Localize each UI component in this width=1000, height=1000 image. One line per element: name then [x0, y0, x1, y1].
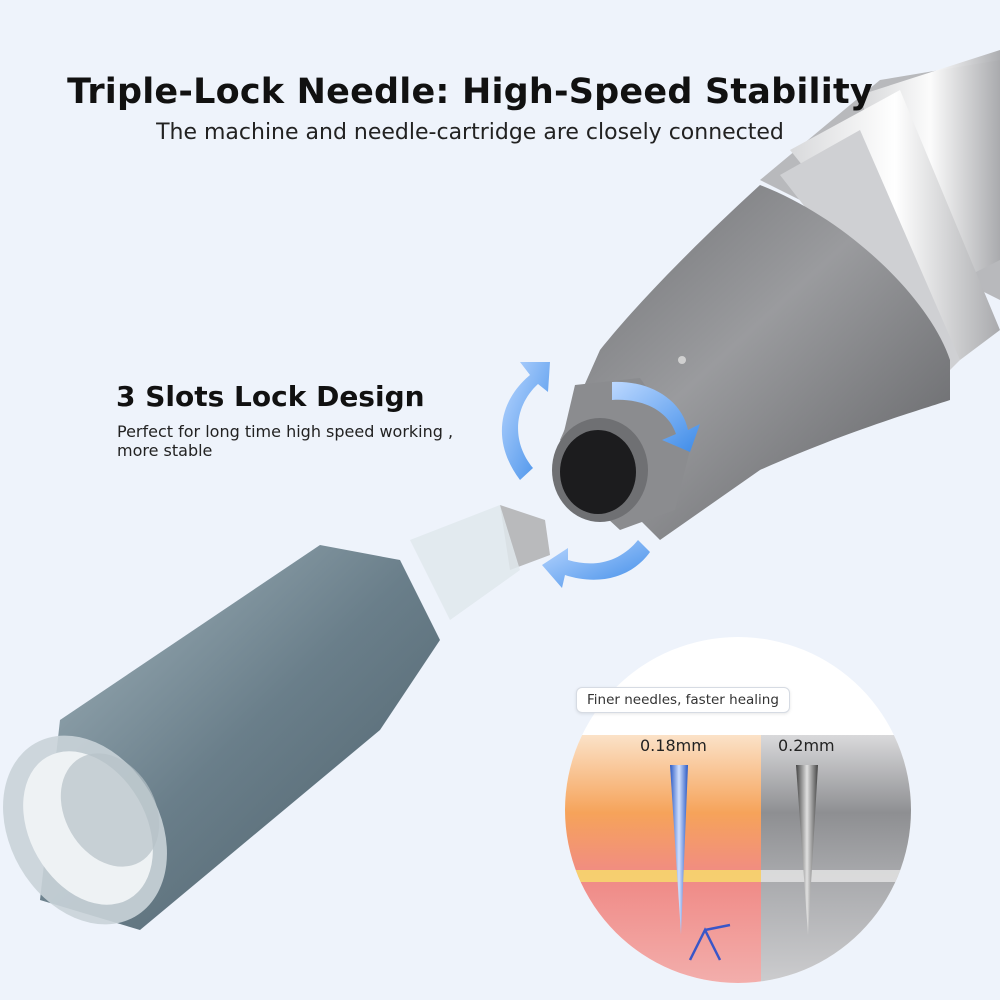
page-title: Triple-Lock Needle: High-Speed Stability: [67, 72, 873, 112]
pen-device: [552, 50, 1000, 540]
rotate-arrow-icon: [501, 362, 700, 588]
pen-tip-socket: [552, 378, 690, 530]
needle-cartridge: [3, 505, 550, 930]
feature-title: 3 Slots Lock Design: [116, 380, 425, 413]
page-subtitle: The machine and needle-cartridge are clo…: [156, 120, 784, 145]
needle-icon: [670, 765, 818, 935]
feature-description: Perfect for long time high speed working…: [117, 422, 454, 460]
comparison-badge: Finer needles, faster healing: [576, 687, 790, 713]
right-needle-label: 0.2mm: [778, 736, 835, 755]
left-needle-label: 0.18mm: [640, 736, 707, 755]
